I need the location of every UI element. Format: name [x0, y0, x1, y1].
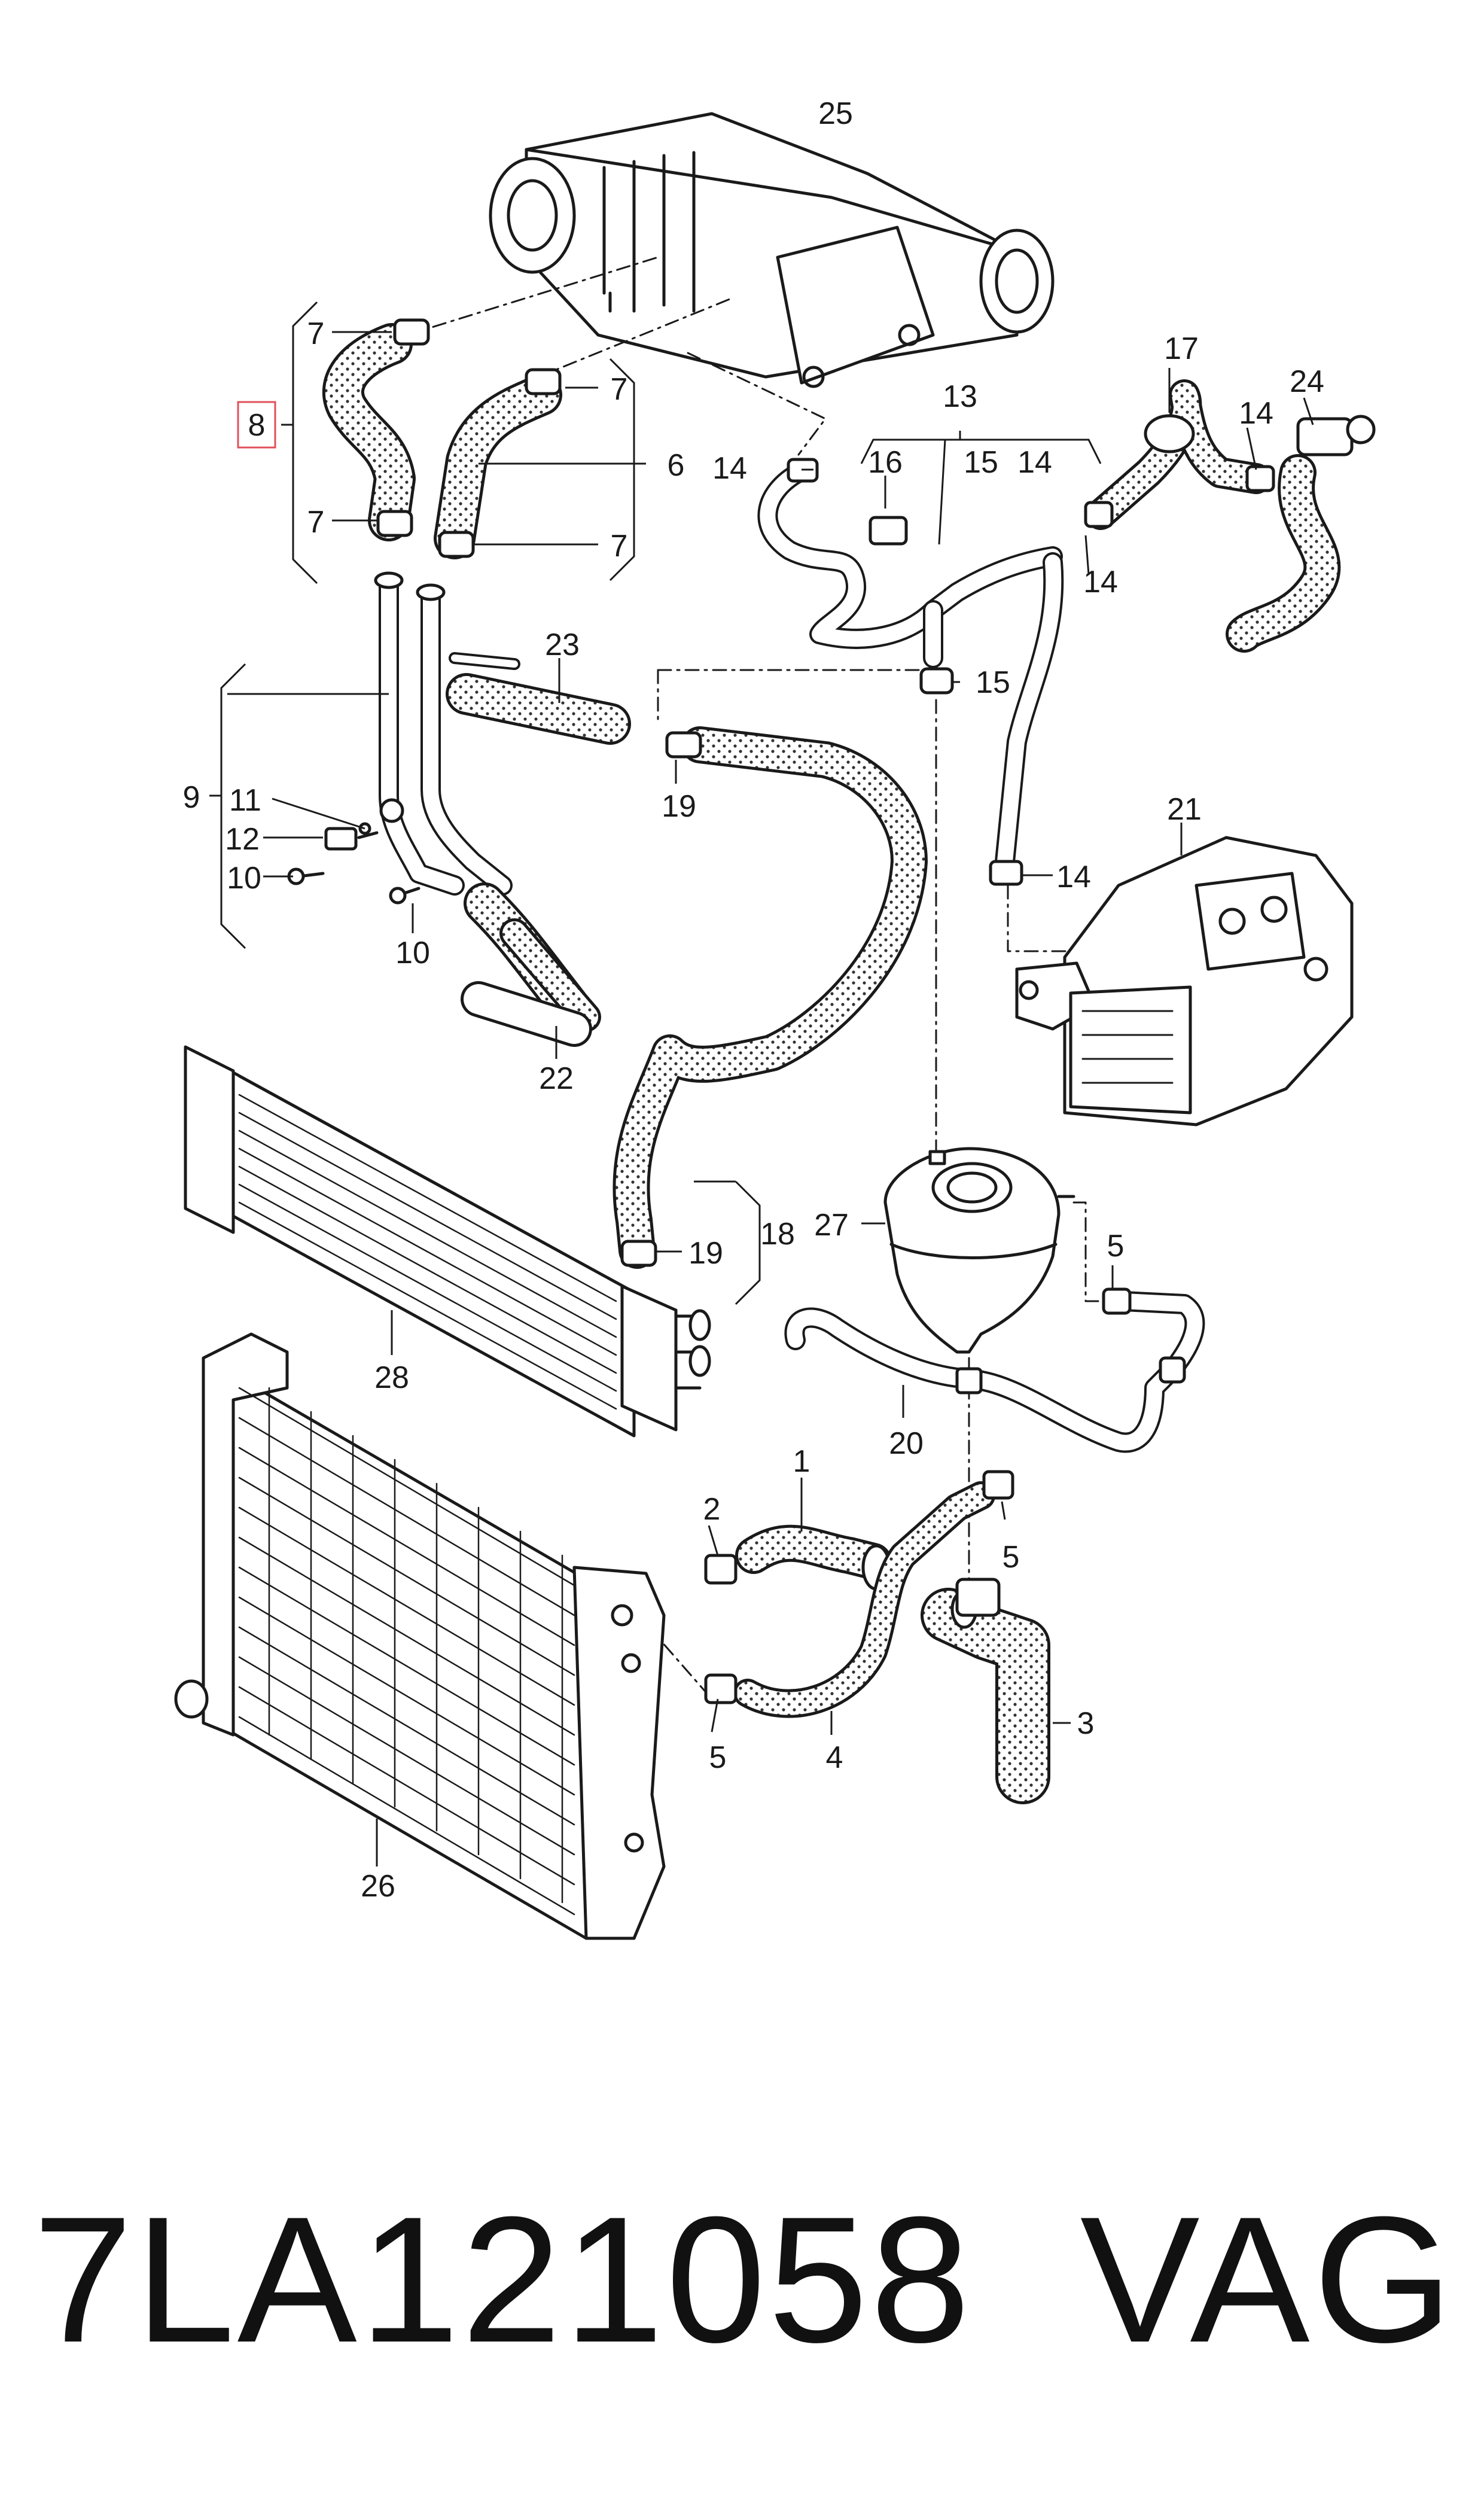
hose-1	[704, 1524, 892, 1591]
callout-3: 3	[1077, 1706, 1095, 1741]
callout-27: 27	[814, 1208, 849, 1243]
callout-2: 2	[703, 1492, 721, 1527]
callout-5: 5	[709, 1740, 727, 1775]
callout-14: 14	[1239, 396, 1273, 431]
part-number: 7LA121058	[33, 2179, 973, 2380]
callout-21: 21	[1167, 792, 1202, 827]
callout-5: 5	[1107, 1229, 1125, 1263]
hose-20	[784, 1287, 1205, 1453]
hose-14-vertical	[989, 552, 1064, 886]
clamps-19	[620, 731, 702, 1267]
callout-13: 13	[943, 379, 977, 414]
callout-28: 28	[374, 1360, 409, 1395]
callout-labels: 25 7 8 7 6 7 7 13 14 16 15 14 17 14 24 1…	[183, 96, 1324, 1904]
callout-23: 23	[545, 628, 580, 662]
charge-air-cooler-25	[489, 112, 1055, 388]
callout-25: 25	[818, 96, 853, 131]
callout-8: 8	[248, 408, 266, 443]
callout-4: 4	[826, 1740, 843, 1775]
callout-12: 12	[225, 822, 260, 857]
pipe-22	[461, 882, 601, 1047]
sensor-12-and-bolts-10	[287, 822, 420, 905]
auxiliary-radiator-28	[184, 1045, 711, 1438]
callout-5: 5	[1002, 1540, 1020, 1575]
coolant-hose-8	[322, 323, 416, 541]
hose-17	[1084, 379, 1275, 530]
callout-14: 14	[1056, 860, 1091, 894]
callout-24: 24	[1290, 364, 1324, 399]
hose-4	[704, 1470, 1014, 1718]
callout-14: 14	[1083, 565, 1118, 599]
hose-23	[446, 673, 631, 745]
highlighted-callout-box	[237, 401, 276, 449]
brand-label: VAG	[1080, 2179, 1456, 2380]
callout-26: 26	[361, 1869, 395, 1904]
coolant-pipe-9	[374, 571, 520, 896]
coolant-hose-18	[613, 726, 928, 1269]
callout-15: 15	[976, 665, 1010, 700]
callout-22: 22	[539, 1061, 574, 1096]
callout-14: 14	[1017, 445, 1052, 480]
callout-6: 6	[668, 448, 685, 483]
callout-7: 7	[611, 372, 628, 407]
callout-7: 7	[307, 316, 325, 351]
hose-assembly-13	[757, 458, 1063, 668]
callout-7: 7	[611, 529, 628, 564]
callout-1: 1	[793, 1444, 810, 1479]
callout-10: 10	[227, 861, 261, 896]
clamp-15	[919, 667, 954, 695]
callout-16: 16	[868, 445, 903, 480]
hose-24	[1226, 415, 1376, 653]
callout-11: 11	[229, 783, 261, 818]
leader-lines	[406, 256, 1120, 1700]
coolant-hose-6	[434, 374, 562, 559]
callout-20: 20	[889, 1426, 924, 1461]
callout-10: 10	[395, 936, 430, 970]
callout-15: 15	[964, 445, 998, 480]
expansion-tank-27	[883, 1147, 1075, 1354]
clamps-7	[376, 318, 562, 558]
callout-19: 19	[688, 1236, 723, 1271]
engine-component-21	[1015, 836, 1354, 1126]
footer: 7LA121058 VAG	[33, 2166, 1456, 2393]
callout-18: 18	[760, 1217, 795, 1252]
callout-7: 7	[307, 505, 325, 540]
callout-17: 17	[1164, 331, 1199, 366]
pipe-3	[921, 1578, 1050, 1804]
callout-9: 9	[183, 780, 200, 815]
callout-14: 14	[712, 451, 747, 486]
callout-19: 19	[662, 789, 696, 824]
callout-brackets	[209, 301, 1314, 1867]
main-radiator-26	[174, 1332, 666, 1940]
